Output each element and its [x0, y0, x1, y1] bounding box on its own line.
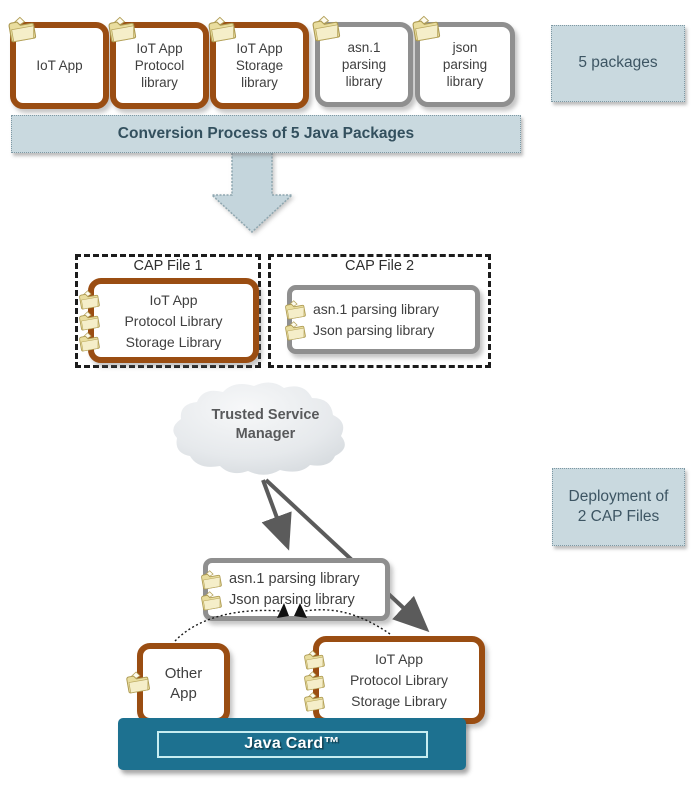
folder-icon: [204, 13, 238, 46]
list-item: Protocol Library: [303, 669, 479, 691]
note-5-packages: 5 packages: [551, 25, 685, 102]
list-item: asn.1 parsing library: [284, 298, 475, 320]
java-card-platform-bar: Java Card™: [118, 718, 466, 770]
list-item: Storage Library: [78, 330, 253, 352]
note-label: Deployment of 2 CAP Files: [568, 487, 669, 525]
list-item-label: Protocol Library: [124, 312, 223, 329]
package-label: asn.1 parsing library: [341, 39, 387, 90]
folder-icon: [4, 13, 38, 46]
package-label: IoT App Protocol library: [134, 40, 185, 91]
list-item: Protocol Library: [78, 309, 253, 331]
cap-file-1-box: IoT App Protocol Library Storage Library: [78, 278, 259, 363]
cap-file-1-group: CAP File 1 IoT App Protocol Library Stor…: [75, 254, 261, 368]
list-item: Json parsing library: [284, 319, 475, 341]
list-item-label: Json parsing library: [229, 592, 355, 608]
package-box-storage-library: IoT App Storage library: [207, 14, 309, 109]
list-item: asn.1 parsing library: [200, 568, 385, 590]
package-box-asn1-library: asn.1 parsing library: [311, 13, 413, 107]
cap-file-2-box: asn.1 parsing library Json parsing libra…: [284, 285, 480, 354]
other-app-label: Other App: [164, 665, 203, 702]
list-item-label: Protocol Library: [349, 672, 449, 688]
java-card-label: Java Card™: [156, 730, 428, 758]
list-item-label: Storage Library: [125, 333, 222, 350]
folder-icon: [122, 668, 152, 696]
cap-file-2-title: CAP File 2: [344, 258, 415, 274]
folder-icon: [408, 12, 442, 45]
folder-icon: [281, 318, 307, 343]
cap-file-2-group: CAP File 2 asn.1 parsing library Json pa…: [268, 254, 491, 368]
deployed-iot-app-box: IoT App Protocol Library Storage Library: [303, 636, 485, 724]
package-box-json-library: json parsing library: [411, 13, 515, 107]
list-item-label: Storage Library: [351, 693, 447, 709]
package-box-protocol-library: IoT App Protocol library: [107, 14, 209, 109]
package-label: IoT App: [36, 57, 83, 73]
cloud-icon: [173, 382, 345, 475]
other-app-box: Other App: [125, 643, 230, 724]
cap-file-1-title: CAP File 1: [133, 258, 203, 274]
package-box-iot-app: IoT App: [7, 14, 109, 109]
package-label: json parsing library: [442, 39, 488, 90]
conversion-banner: Conversion Process of 5 Java Packages: [11, 115, 521, 153]
note-deployment: Deployment of 2 CAP Files: [552, 468, 685, 546]
deployed-library-box: asn.1 parsing library Json parsing libra…: [200, 558, 390, 621]
folder-icon: [197, 588, 223, 613]
conversion-banner-label: Conversion Process of 5 Java Packages: [117, 124, 415, 142]
folder-icon: [300, 689, 326, 714]
folder-icon: [104, 13, 138, 46]
list-item-label: IoT App: [374, 651, 423, 667]
folder-icon: [75, 329, 101, 354]
list-item: Storage Library: [303, 690, 479, 712]
list-item-label: asn.1 parsing library: [229, 571, 360, 587]
down-arrow-icon: [210, 150, 294, 234]
list-item: IoT App: [303, 648, 479, 670]
folder-icon: [308, 12, 342, 45]
cloud-label: Trusted Service Manager: [211, 407, 320, 442]
list-item: Json parsing library: [200, 589, 385, 611]
list-item-label: Json parsing library: [313, 322, 435, 338]
trusted-service-manager-cloud: Trusted Service Manager: [168, 378, 363, 478]
list-item-label: IoT App: [149, 291, 198, 308]
package-label: IoT App Storage library: [235, 40, 284, 91]
list-item-label: asn.1 parsing library: [313, 301, 440, 317]
list-item: IoT App: [78, 288, 253, 310]
note-label: 5 packages: [578, 54, 658, 72]
